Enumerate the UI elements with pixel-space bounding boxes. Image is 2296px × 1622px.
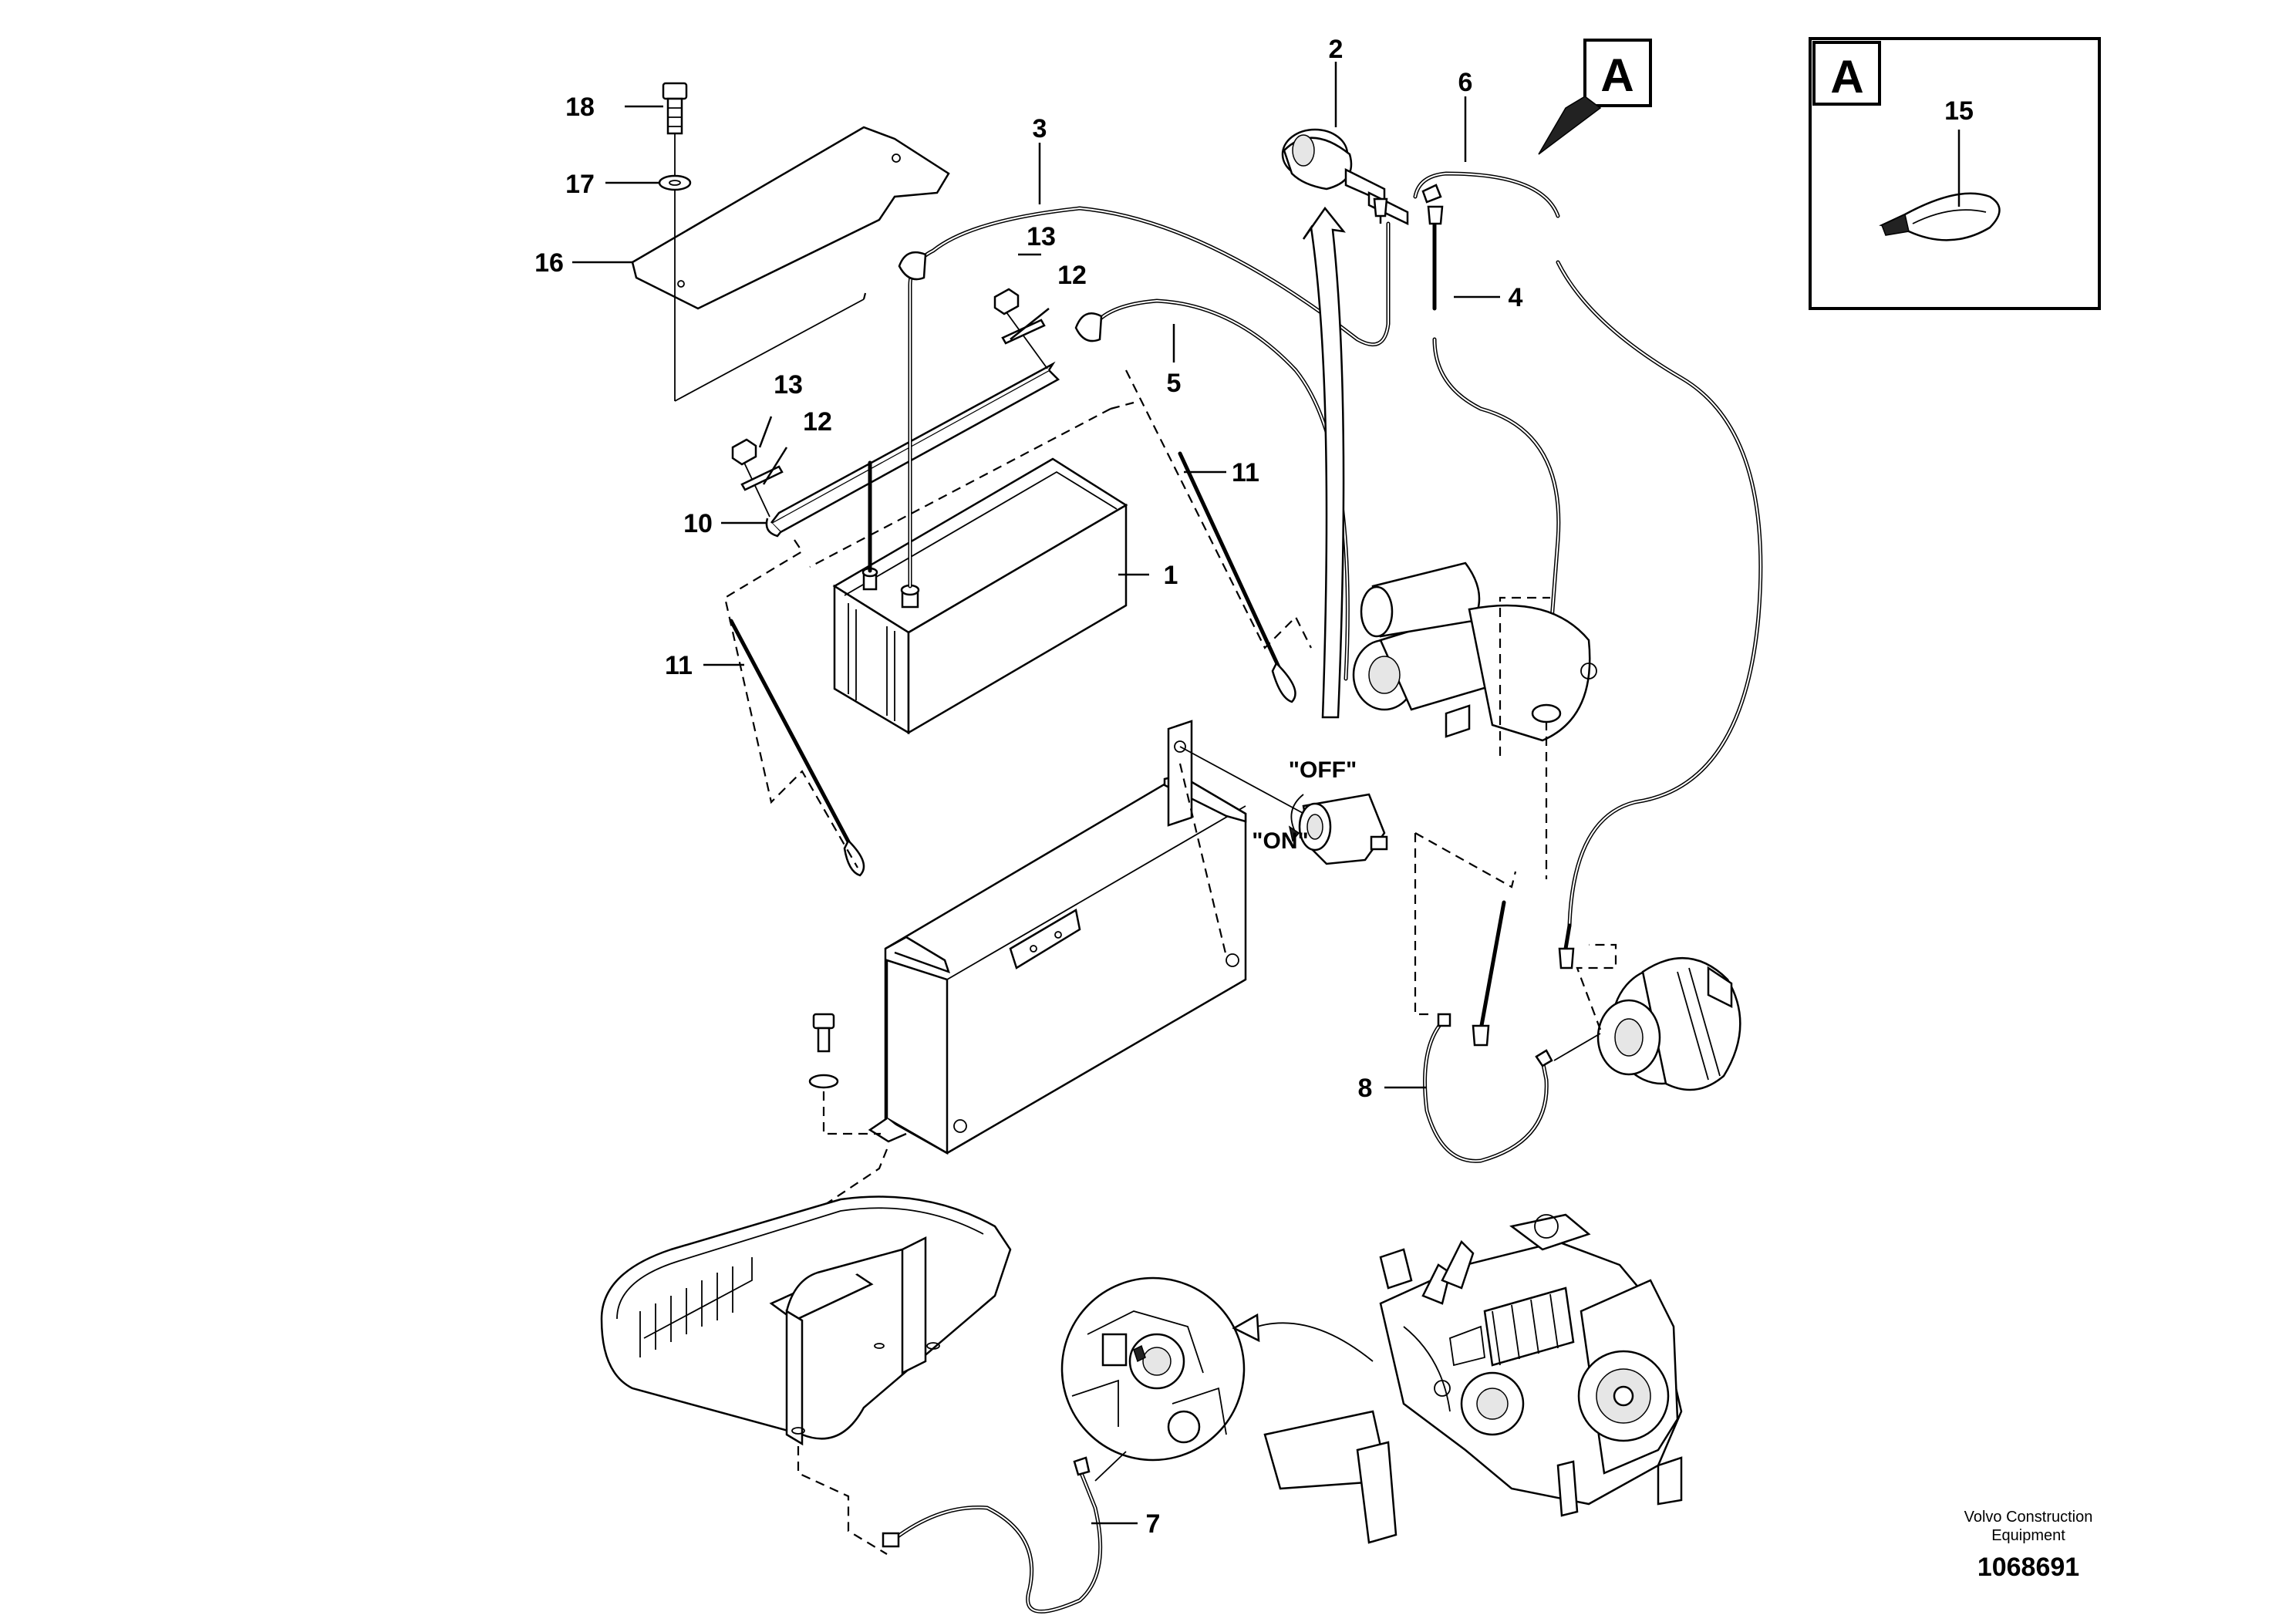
callout-17: 17 bbox=[565, 170, 595, 199]
battery-1 bbox=[832, 457, 1128, 735]
callout-7: 7 bbox=[1146, 1509, 1161, 1539]
callout-6: 6 bbox=[1458, 68, 1473, 97]
detail-box-flag: A bbox=[1830, 51, 1863, 103]
cable-5 bbox=[868, 298, 1350, 681]
cable-8-ground-lead bbox=[1472, 900, 1506, 1047]
callout-10: 10 bbox=[683, 509, 713, 538]
cable-3 bbox=[898, 206, 1391, 588]
switch-mounting-bracket bbox=[1167, 720, 1193, 827]
callout-18: 18 bbox=[565, 93, 595, 122]
cable-7 bbox=[882, 1456, 1103, 1614]
cable-tie-15 bbox=[1879, 192, 2001, 241]
routing-arrow-up-icon bbox=[1302, 206, 1346, 719]
callout-8: 8 bbox=[1358, 1074, 1373, 1103]
callout-12-right: 12 bbox=[1057, 261, 1087, 290]
switch-on-label: "ON" bbox=[1252, 828, 1308, 854]
view-a-flag-letter: A bbox=[1600, 49, 1633, 101]
washer-17 bbox=[658, 174, 692, 191]
document-number: 1068691 bbox=[1977, 1553, 2079, 1582]
callout-5: 5 bbox=[1167, 369, 1182, 398]
callout-13-left: 13 bbox=[774, 370, 803, 400]
callout-12-left: 12 bbox=[803, 407, 832, 437]
brand-line-2: Equipment bbox=[1991, 1527, 2065, 1544]
callout-11-right: 11 bbox=[1232, 458, 1259, 487]
battery-tray bbox=[868, 774, 1247, 1155]
switch-rotation-arrow-icon bbox=[1288, 794, 1304, 842]
floor-plate bbox=[600, 1195, 1012, 1446]
bolt-18 bbox=[662, 82, 688, 135]
brand-line-1: Volvo Construction bbox=[1964, 1509, 2093, 1526]
tie-rod-11-left bbox=[729, 619, 865, 877]
washer-12-right bbox=[1001, 319, 1046, 345]
cable-6 bbox=[1413, 171, 1763, 928]
callout-16: 16 bbox=[534, 248, 564, 278]
alternator bbox=[1596, 957, 1741, 1091]
alternator-lead bbox=[1558, 923, 1575, 969]
tie-rod-11-right bbox=[1178, 451, 1296, 703]
callout-13-right: 13 bbox=[1027, 222, 1056, 251]
switch-off-label: "OFF" bbox=[1289, 757, 1357, 783]
engine-assembly bbox=[1263, 1213, 1683, 1544]
nut-13-left bbox=[731, 438, 757, 466]
detail-a-box: A bbox=[1809, 37, 2101, 310]
engine-detail-arrow-icon bbox=[1232, 1313, 1374, 1362]
callout-15: 15 bbox=[1944, 96, 1974, 126]
view-a-flag: A bbox=[1538, 39, 1652, 155]
callout-2: 2 bbox=[1329, 35, 1344, 64]
battery-disconnect-switch bbox=[1298, 793, 1388, 865]
battery-cover-plate bbox=[631, 126, 950, 310]
cable-8 bbox=[1423, 1013, 1553, 1163]
switch-2 bbox=[1281, 128, 1409, 225]
callout-4: 4 bbox=[1509, 283, 1523, 312]
nut-13-right bbox=[993, 288, 1020, 315]
engine-detail-magnifier bbox=[1060, 1276, 1246, 1462]
callout-1: 1 bbox=[1164, 561, 1178, 590]
starter-motor bbox=[1352, 561, 1597, 742]
callout-3: 3 bbox=[1033, 114, 1047, 143]
callout-11-left: 11 bbox=[665, 651, 693, 680]
tray-bolt bbox=[812, 1013, 835, 1053]
tray-washer bbox=[808, 1074, 839, 1089]
